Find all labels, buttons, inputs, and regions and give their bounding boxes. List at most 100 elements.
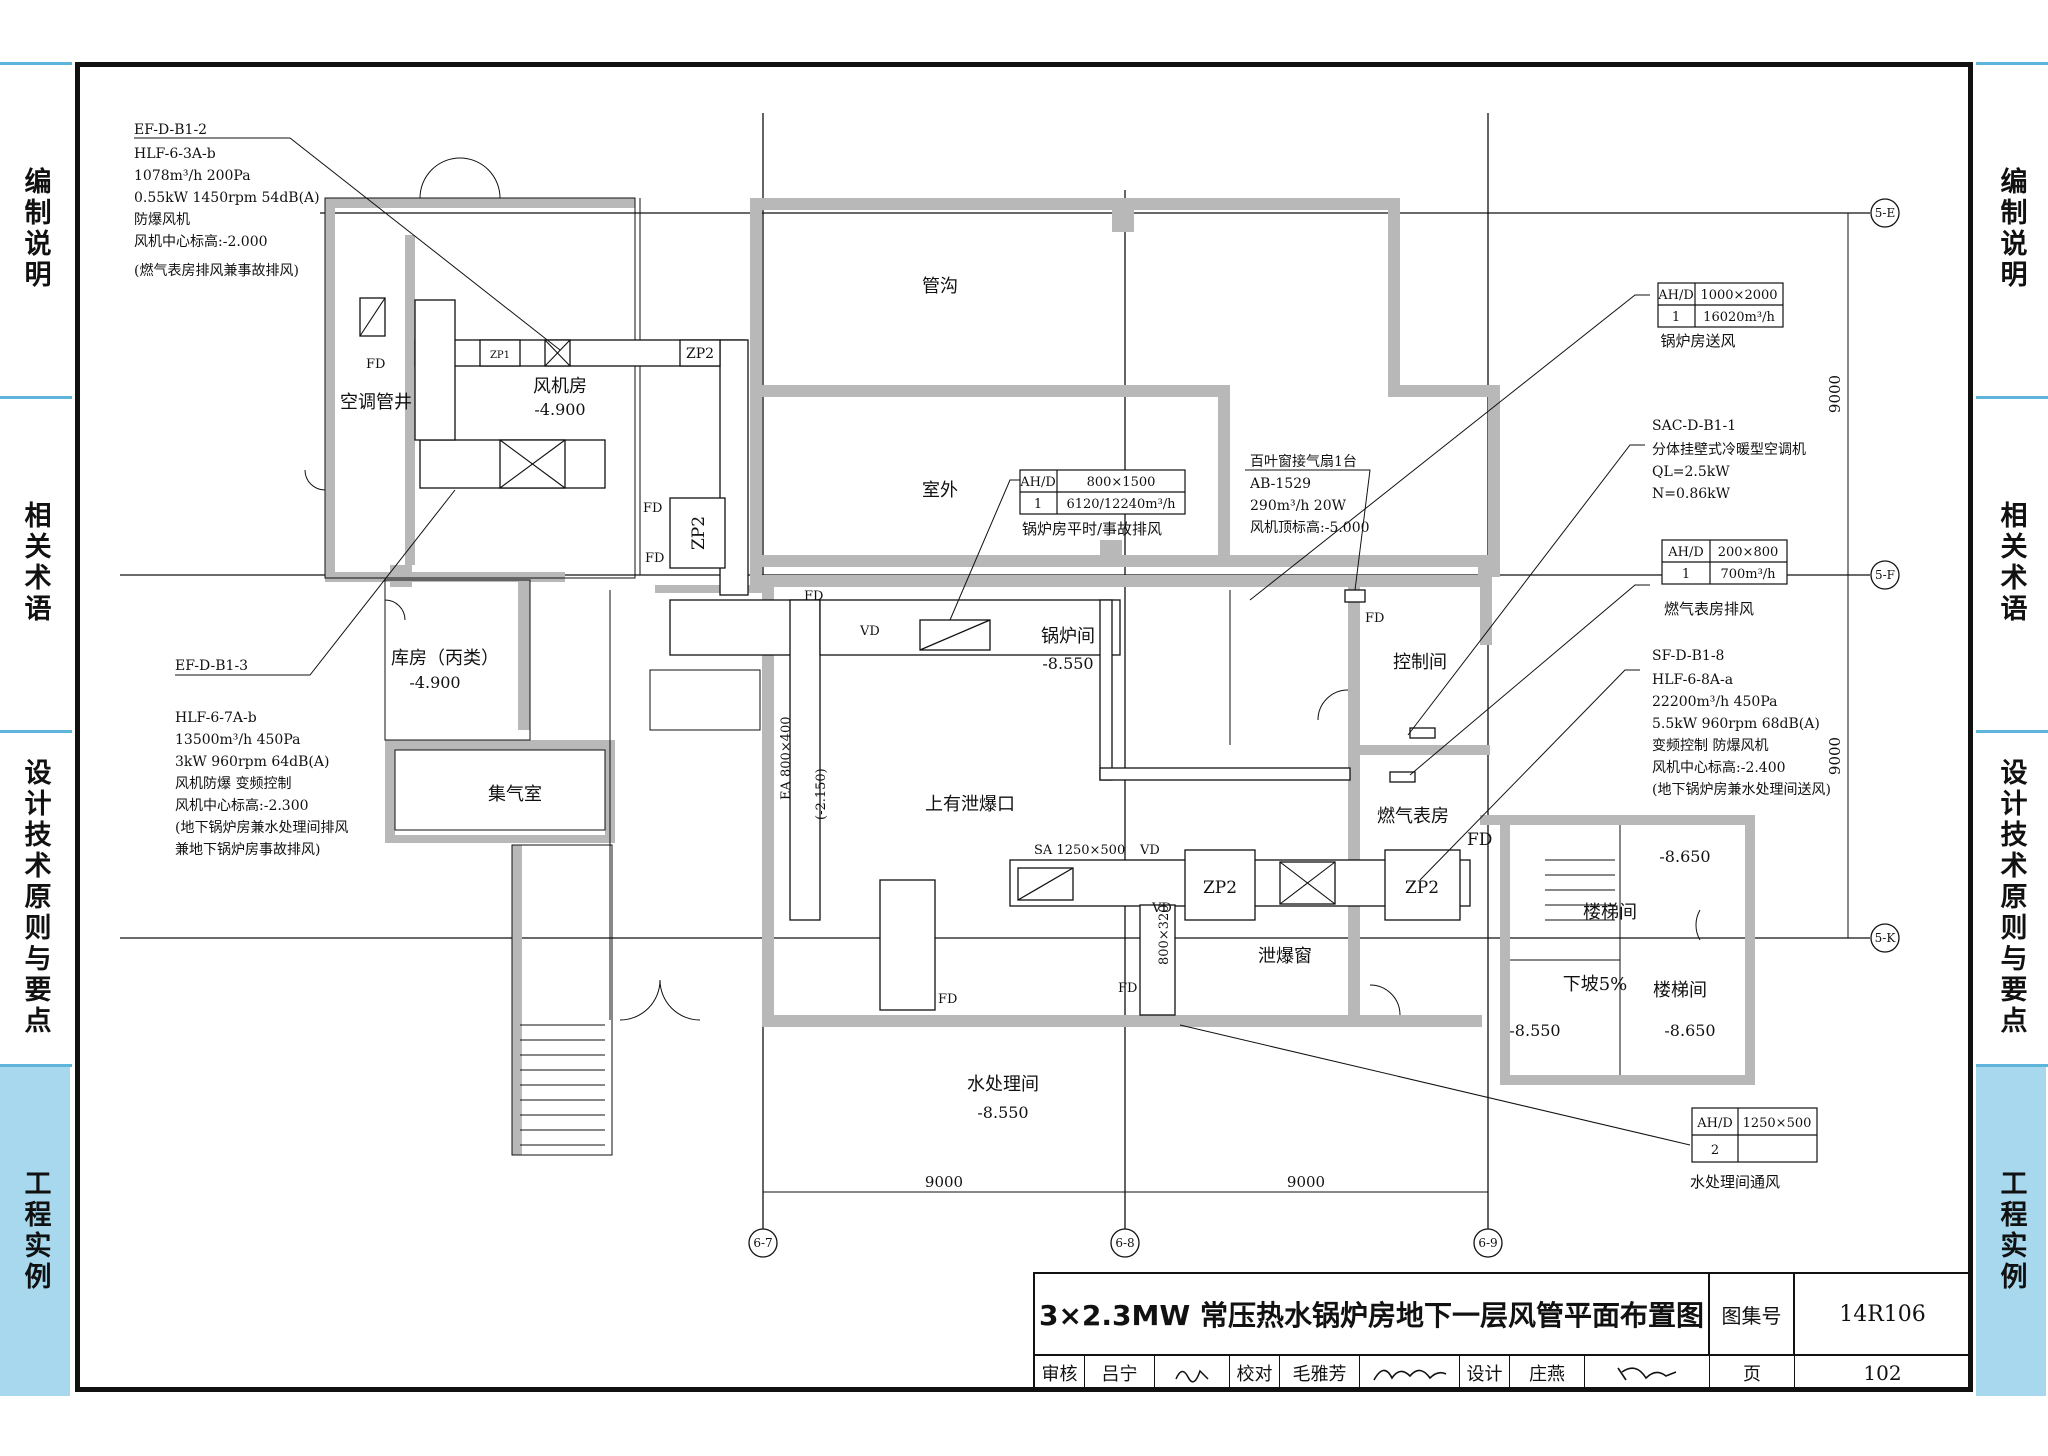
room-level: -8.650: [1659, 847, 1710, 866]
ahd-header: AH/D: [1667, 545, 1704, 560]
zp-small-label: ZP2: [686, 346, 714, 362]
zp-label: ZP2: [689, 516, 709, 550]
ahd-size: 200×800: [1718, 545, 1779, 560]
fan-spec: 风机中心标高:-2.300: [175, 797, 309, 814]
room-label: 风机房: [533, 376, 587, 397]
fan-spec: (地下锅炉房兼水处理间排风: [175, 820, 348, 836]
louver-spec: AB-1529: [1249, 476, 1311, 492]
vd-label: VD: [1139, 843, 1160, 858]
side-tab-left-3[interactable]: 设计技术原则与要点: [0, 732, 70, 1062]
title-block: 3×2.3MW 常压热水锅炉房地下一层风管平面布置图 图集号 14R106 审核…: [1033, 1272, 1970, 1389]
fan-units: [359, 297, 1461, 921]
fd-label: FD: [938, 992, 957, 1007]
fan-spec: 13500m³/h 450Pa: [175, 732, 300, 748]
ahd-header: AH/D: [1696, 1116, 1733, 1131]
duct-gas-room: [1099, 767, 1351, 781]
room-label: 上有泄爆口: [925, 794, 1015, 815]
axis-bubble-label: 5-F: [1875, 568, 1895, 582]
atlas-number: 14R106: [1839, 1301, 1926, 1327]
zp-small-box: [679, 339, 721, 367]
atlas-label: 图集号: [1710, 1274, 1795, 1354]
fan-spec: 0.55kW 1450rpm 54dB(A): [134, 190, 320, 206]
side-tab-label: 工程实例: [19, 1169, 51, 1293]
page-label: 页: [1710, 1356, 1795, 1389]
vd-label: VD: [1151, 901, 1172, 916]
reviewer-signature: [1155, 1356, 1230, 1389]
ahd-caption: 水处理间通风: [1690, 1173, 1780, 1191]
staircase: [520, 859, 1615, 1146]
drawing-frame: [75, 62, 1973, 1392]
side-tab-label: 编制说明: [1995, 167, 2027, 291]
ahd-size: 1250×500: [1743, 1116, 1812, 1131]
room-label: 燃气表房: [1377, 806, 1449, 827]
ac-spec: QL=2.5kW: [1652, 464, 1730, 480]
dim-bottom-2: 9000: [1287, 1173, 1325, 1191]
dimension-lines: [763, 213, 1849, 1193]
zp-box: [1184, 849, 1256, 921]
room-label: 锅炉间: [1041, 626, 1095, 647]
duct-down-2: [1139, 904, 1176, 1016]
fan-spec: (燃气表房排风兼事故排风): [134, 262, 299, 279]
room-level: -4.900: [409, 673, 460, 692]
side-tab-divider: [0, 730, 72, 733]
fan-spec: HLF-6-3A-b: [134, 146, 216, 162]
side-tab-label: 设计技术原则与要点: [1995, 757, 2027, 1037]
zp-label: ZP2: [1203, 878, 1237, 898]
fan-spec: HLF-6-8A-a: [1652, 672, 1733, 688]
duct-size-label: 800×320: [1157, 904, 1172, 965]
duct-vertical-fan: [414, 299, 456, 441]
dim-bottom-1: 9000: [925, 1173, 963, 1191]
ea-level-label: (-2.150): [814, 768, 829, 820]
side-tab-label: 设计技术原则与要点: [19, 757, 51, 1037]
room-label: 管沟: [922, 276, 958, 297]
side-tab-divider: [1976, 62, 2048, 65]
ahd-flow: 6120/12240m³/h: [1066, 497, 1176, 512]
zp-box: [669, 497, 726, 569]
side-tab-divider: [1976, 396, 2048, 399]
walls: [325, 198, 1755, 1155]
page-number: 102: [1863, 1360, 1902, 1385]
side-tab-left-4[interactable]: 工程实例: [0, 1066, 70, 1396]
room-label: 楼梯间: [1653, 980, 1707, 1001]
fan-spec: (地下锅炉房兼水处理间送风): [1652, 782, 1831, 798]
zp-small-label: ZP1: [490, 350, 510, 361]
ac-spec: 分体挂壁式冷暖型空调机: [1652, 442, 1806, 458]
axis-bubble-label: 5-E: [1875, 206, 1895, 220]
fan-spec: 风机防爆 变频控制: [175, 776, 291, 792]
room-level: -8.550: [1042, 654, 1093, 673]
axis-bubble-label: 6-7: [753, 1236, 772, 1250]
side-tab-right-2[interactable]: 相关术语: [1976, 398, 2046, 728]
room-label: 楼梯间: [1583, 902, 1637, 923]
ahd-caption: 锅炉房平时/事故排风: [1022, 520, 1162, 538]
ahd-size: 800×1500: [1087, 475, 1156, 490]
ahd-header: AH/D: [1019, 475, 1056, 490]
duct-down-1: [879, 879, 936, 1011]
axis-bubble-label: 6-8: [1115, 1236, 1134, 1250]
grid-lines: [120, 113, 1870, 1230]
side-tab-left-1[interactable]: 编制说明: [0, 64, 70, 394]
side-tab-right-3[interactable]: 设计技术原则与要点: [1976, 732, 2046, 1062]
room-label: 下坡5%: [1563, 974, 1628, 995]
fan-tag: SF-D-B1-8: [1652, 648, 1724, 664]
fan-spec: 5.5kW 960rpm 68dB(A): [1652, 716, 1820, 732]
side-tab-divider: [1976, 730, 2048, 733]
sa-duct-label: SA 1250×500: [1034, 843, 1125, 858]
side-tab-divider: [0, 62, 72, 65]
zp-box: [1384, 849, 1461, 921]
room-label: 集气室: [488, 784, 542, 805]
room-label: 室外: [922, 480, 958, 501]
ahd-caption: 锅炉房送风: [1660, 332, 1735, 350]
fd-label: FD: [366, 357, 385, 372]
room-label: 水处理间: [967, 1074, 1039, 1095]
fd-label: FD: [804, 589, 823, 604]
room-label: 空调管井: [340, 392, 412, 413]
room-level: -8.550: [1509, 1021, 1560, 1040]
side-tab-right-1[interactable]: 编制说明: [1976, 64, 2046, 394]
side-tab-left-2[interactable]: 相关术语: [0, 398, 70, 728]
ahd-count: 1: [1672, 310, 1680, 325]
side-tab-label: 编制说明: [19, 167, 51, 291]
review-label: 审核: [1035, 1356, 1085, 1389]
side-tab-right-4[interactable]: 工程实例: [1976, 1066, 2046, 1396]
fan-spec: 22200m³/h 450Pa: [1652, 694, 1777, 710]
checker-signature: [1360, 1356, 1460, 1389]
